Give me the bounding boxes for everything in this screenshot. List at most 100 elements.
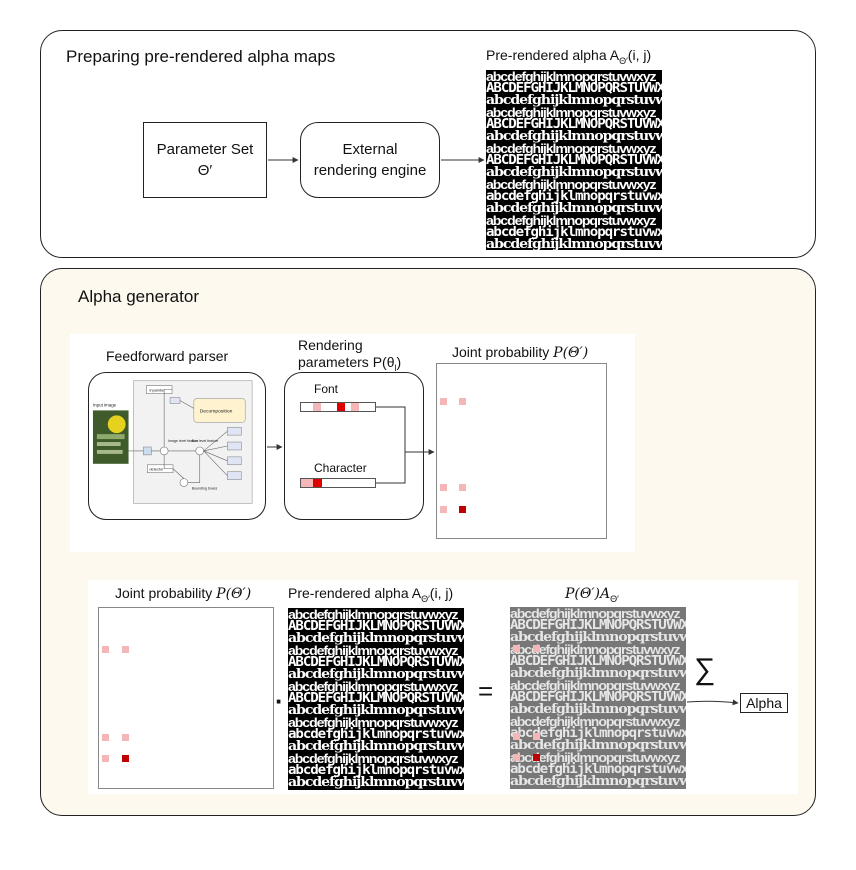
glyph-row: abcdefghijklmnopqrstuvwxyz bbox=[288, 727, 464, 742]
prerender-panel-title: Preparing pre-rendered alpha maps bbox=[66, 47, 336, 66]
character-label: Character bbox=[314, 461, 367, 475]
dot-operator: · bbox=[275, 686, 284, 716]
glyph-row: abcdefghijklmnopqrstuvwxyz bbox=[486, 213, 657, 228]
glyph-row: ABCDEFGHIJKLMNOPQRSTUVWXYZ bbox=[510, 618, 686, 633]
glyph-row: abcdefghijklmnopqrstuvwxyz bbox=[510, 714, 681, 729]
image-level-feature-label: Image level feature bbox=[168, 439, 198, 443]
joint-prob-cell bbox=[440, 484, 447, 491]
weighted-prob-cell bbox=[513, 645, 520, 652]
glyph-row: abcdefghijklmnopqrstuvwxyz bbox=[288, 679, 459, 694]
arrow-sum-to-alpha bbox=[686, 699, 739, 706]
glyph-row: abcdefghijklmnopqrstuvwxyz bbox=[486, 201, 662, 216]
glyph-row: abcdefghijklmnopqrstuvwxyz bbox=[288, 703, 464, 718]
glyph-row: ABCDEFGHIJKLMNOPQRSTUVWXYZ bbox=[288, 619, 464, 634]
glyph-row: abcdefghijklmnopqrstuvwxyz bbox=[510, 726, 686, 741]
glyph-row: abcdefghijklmnopqrstuvwxyz bbox=[288, 751, 459, 766]
joint-prob-cell bbox=[102, 755, 109, 762]
glyph-row: abcdefghijklmnopqrstuvwxyz bbox=[510, 642, 681, 657]
glyph-row: abcdefghijklmnopqrstuvwxyz bbox=[288, 643, 459, 658]
glyph-row: abcdefghijklmnopqrstuvwxyz bbox=[288, 715, 459, 730]
external-engine-box: External rendering engine bbox=[300, 122, 440, 198]
glyph-row: abcdefghijklmnopqrstuvwxyz bbox=[288, 631, 464, 646]
joint-prob-cell bbox=[122, 755, 129, 762]
joint-prob-cell bbox=[102, 646, 109, 653]
rendering-parameters-box bbox=[284, 372, 424, 520]
product-formula-label: P(Θ′)AΘ′ bbox=[565, 586, 619, 604]
joint-prob-cell bbox=[440, 398, 447, 405]
glyph-row: abcdefghijklmnopqrstuvwxyz bbox=[510, 678, 681, 693]
external-engine-label-2: rendering engine bbox=[313, 162, 427, 179]
joint-probability-label: Joint probability P(Θ′) bbox=[452, 344, 589, 361]
font-prob-cell bbox=[313, 403, 321, 411]
weighted-prob-cell bbox=[513, 754, 520, 761]
connector-font bbox=[376, 406, 406, 452]
font-distribution-bar bbox=[300, 402, 376, 412]
glyph-row: abcdefghijklmnopqrstuvwxyz bbox=[510, 607, 681, 621]
glyph-row: abcdefghijklmnopqrstuvwxyz bbox=[486, 141, 657, 156]
font-prob-cell bbox=[351, 403, 359, 411]
glyph-row: ABCDEFGHIJKLMNOPQRSTUVWXYZ bbox=[486, 81, 662, 96]
joint-prob-cell bbox=[440, 506, 447, 513]
decomposition-block bbox=[193, 398, 246, 423]
joint-probability-canvas bbox=[436, 363, 607, 539]
character-prob-cell bbox=[301, 479, 313, 487]
glyph-row: abcdefghijklmnopqrstuvwxyz bbox=[486, 165, 662, 180]
bounding-boxes-label: Bounding boxes bbox=[192, 487, 218, 491]
glyph-row: abcdefghijklmnopqrstuvwxyz bbox=[510, 630, 686, 645]
glyph-row: ABCDEFGHIJKLMNOPQRSTUVWXYZ bbox=[510, 690, 686, 705]
glyph-row: abcdefghijklmnopqrstuvwxyz bbox=[486, 70, 657, 84]
joint-prob-cell bbox=[102, 734, 109, 741]
glyph-row: abcdefghijklmnopqrstuvwxyz bbox=[486, 105, 657, 120]
character-prob-cell bbox=[313, 479, 322, 487]
feedforward-parser-box: Input image Inpainter Decomposition Imag… bbox=[88, 372, 266, 520]
connector-character bbox=[376, 452, 406, 484]
glyph-row: abcdefghijklmnopqrstuvwxyz bbox=[486, 189, 662, 204]
sum-operator: ∑ bbox=[694, 653, 716, 686]
glyph-row: ABCDEFGHIJKLMNOPQRSTUVWXYZ bbox=[486, 117, 662, 132]
parameter-set-symbol: Θ′ bbox=[197, 162, 213, 179]
weighted-prob-cell bbox=[533, 754, 540, 761]
weighted-prob-cell bbox=[533, 733, 540, 740]
glyph-row: abcdefghijklmnopqrstuvwxyz bbox=[486, 237, 662, 250]
glyph-row: ABCDEFGHIJKLMNOPQRSTUVWXYZ bbox=[288, 691, 464, 706]
glyph-row: abcdefghijklmnopqrstuvwxyz bbox=[486, 225, 662, 240]
glyph-row: abcdefghijklmnopqrstuvwxyz bbox=[510, 738, 686, 753]
glyph-row: abcdefghijklmnopqrstuvwxyz bbox=[288, 775, 464, 790]
joint-probability-canvas-2 bbox=[98, 607, 274, 789]
glyph-row: abcdefghijklmnopqrstuvwxyz bbox=[486, 93, 662, 108]
glyph-row: abcdefghijklmnopqrstuvwxyz bbox=[288, 763, 464, 778]
joint-probability-label-2: Joint probability P(Θ′) bbox=[115, 585, 252, 602]
glyph-row: abcdefghijklmnopqrstuvwxyz bbox=[510, 750, 681, 765]
glyph-row: abcdefghijklmnopqrstuvwxyz bbox=[510, 762, 686, 777]
glyph-row: abcdefghijklmnopqrstuvwxyz bbox=[288, 739, 464, 754]
font-label: Font bbox=[314, 382, 339, 396]
glyph-row: abcdefghijklmnopqrstuvwxyz bbox=[510, 774, 686, 789]
rendering-parameters-label: Rendering parameters P(θl) bbox=[298, 337, 402, 373]
inpainter-label: Inpainter bbox=[149, 388, 165, 393]
input-image-label: Input image bbox=[93, 402, 117, 407]
glyph-row: ABCDEFGHIJKLMNOPQRSTUVWXYZ bbox=[486, 153, 662, 168]
glyph-row: abcdefghijklmnopqrstuvwxyz bbox=[510, 666, 686, 681]
glyph-row: abcdefghijklmnopqrstuvwxyz bbox=[288, 667, 464, 682]
glyph-row: ABCDEFGHIJKLMNOPQRSTUVWXYZ bbox=[510, 654, 686, 669]
glyph-row: abcdefghijklmnopqrstuvwxyz bbox=[486, 177, 657, 192]
glyph-row: ABCDEFGHIJKLMNOPQRSTUVWXYZ bbox=[288, 655, 464, 670]
glyph-row: abcdefghijklmnopqrstuvwxyz bbox=[288, 608, 459, 622]
parser-architecture-diagram: Input image Inpainter Decomposition Imag… bbox=[92, 380, 253, 504]
character-distribution-bar bbox=[300, 478, 376, 488]
prerender-alpha-title-2: Pre-rendered alpha AΘ′(i, j) bbox=[288, 585, 454, 604]
joint-prob-cell bbox=[459, 398, 466, 405]
prerender-alpha-title: Pre-rendered alpha AΘ′(i, j) bbox=[486, 47, 652, 66]
weighted-prob-cell bbox=[513, 733, 520, 740]
joint-prob-cell bbox=[459, 484, 466, 491]
decomposition-label: Decomposition bbox=[200, 408, 233, 414]
alpha-output-box: Alpha bbox=[740, 693, 788, 713]
joint-prob-cell bbox=[122, 646, 129, 653]
glyph-row: abcdefghijklmnopqrstuvwxyz bbox=[486, 129, 662, 144]
feedforward-parser-label: Feedforward parser bbox=[106, 348, 229, 364]
external-engine-label-1: External bbox=[342, 141, 398, 158]
input-image-flower bbox=[107, 415, 126, 434]
